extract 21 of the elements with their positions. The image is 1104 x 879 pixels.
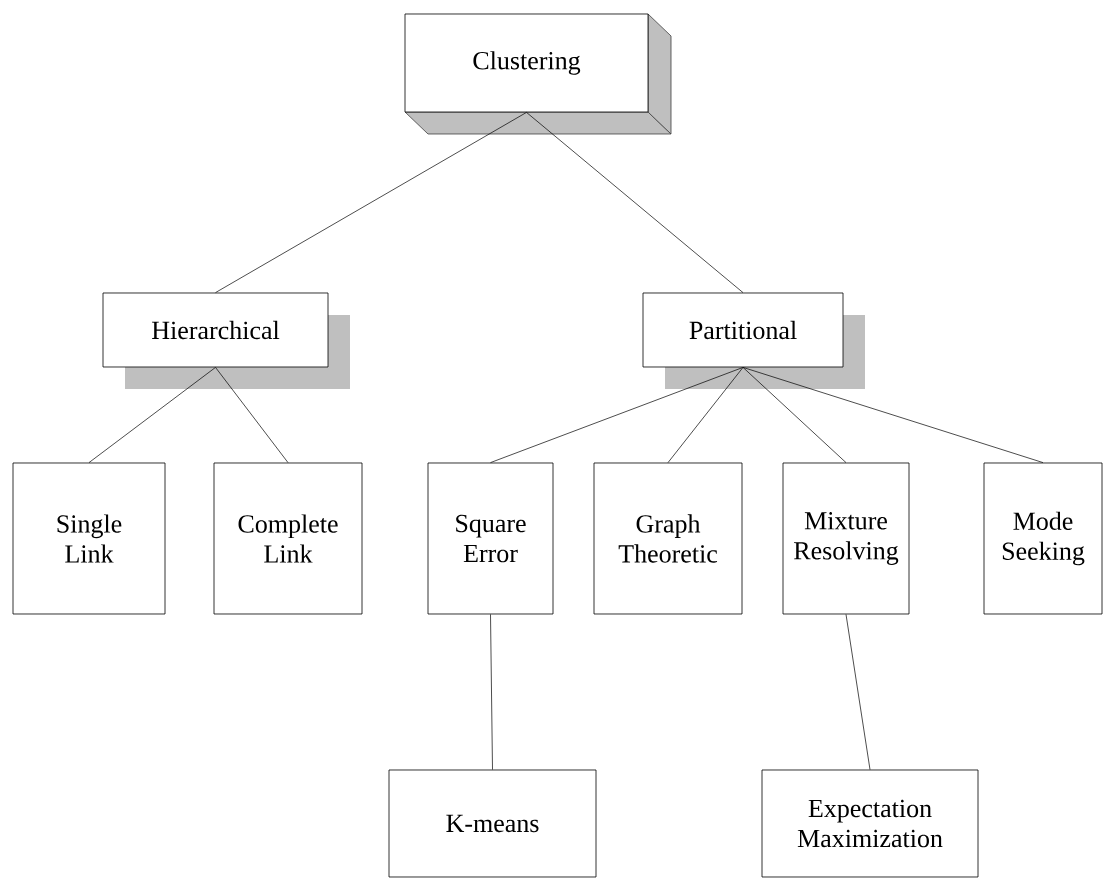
box: K-means bbox=[388, 769, 597, 878]
connector-line bbox=[742, 367, 1044, 463]
connector-line bbox=[667, 367, 744, 463]
box: Single Link bbox=[12, 462, 166, 615]
3d-box: Clustering bbox=[404, 13, 672, 135]
connector-line bbox=[88, 367, 216, 463]
box: Graph Theoretic bbox=[593, 462, 743, 615]
shadowed-box: Partitional bbox=[642, 292, 865, 389]
connector-line bbox=[845, 614, 871, 770]
connector-line bbox=[490, 614, 493, 770]
connector-line bbox=[742, 367, 847, 463]
connector-line bbox=[490, 367, 744, 463]
box: Mode Seeking bbox=[983, 462, 1103, 615]
box: Square Error bbox=[427, 462, 554, 615]
box: Complete Link bbox=[213, 462, 363, 615]
box: Expectation Maximization bbox=[761, 769, 979, 878]
shadowed-box: Hierarchical bbox=[102, 292, 350, 389]
connector-line bbox=[215, 367, 289, 463]
connector-line bbox=[215, 112, 527, 293]
box: Mixture Resolving bbox=[782, 462, 910, 615]
connector-line bbox=[526, 112, 744, 293]
